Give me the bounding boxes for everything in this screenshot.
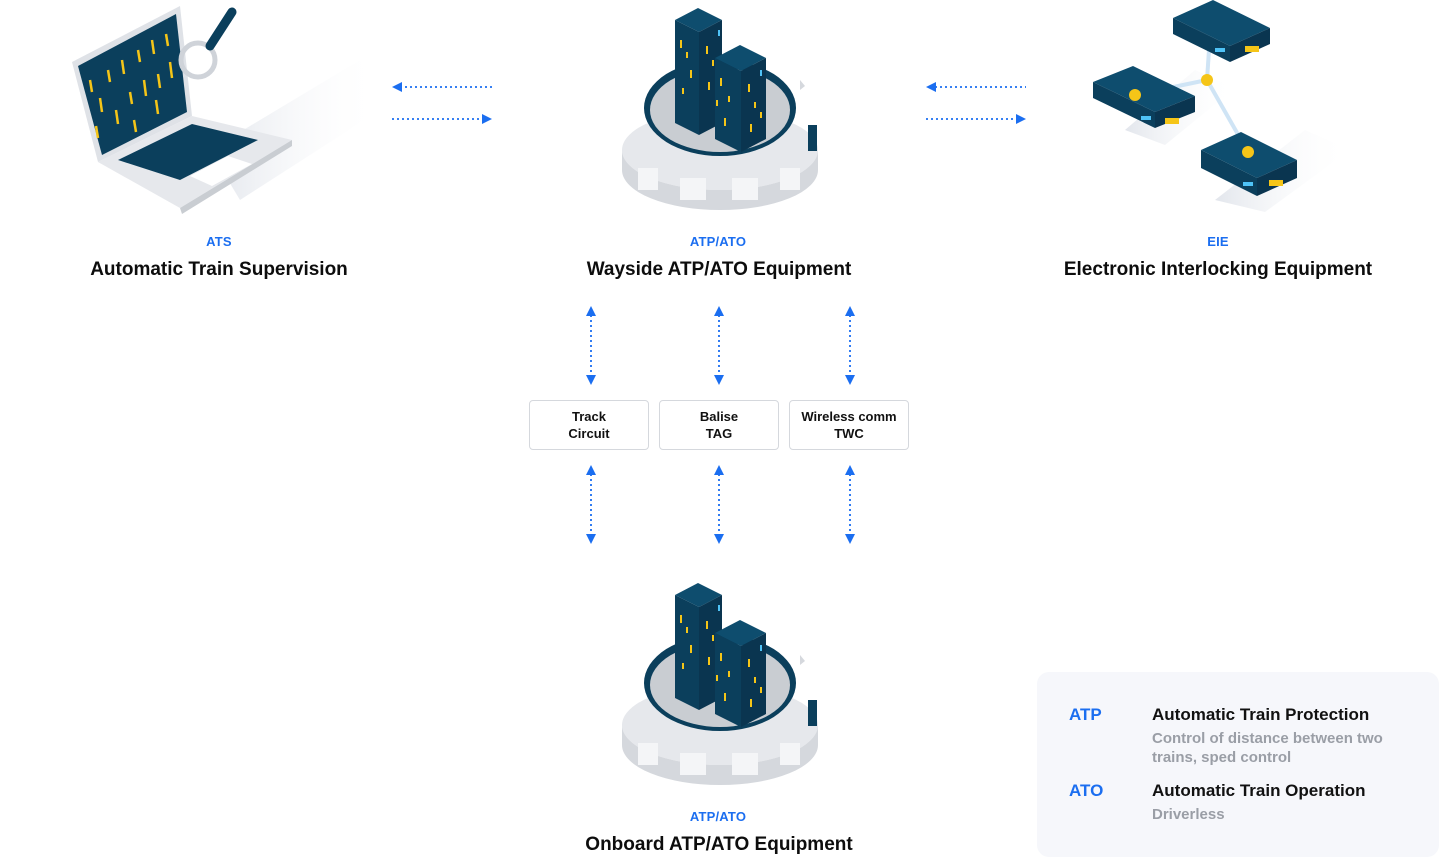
- onboard-abbr: ATP/ATO: [689, 809, 747, 824]
- laptop-magnifier-icon: [72, 6, 380, 214]
- legend-abbr-atp: ATP: [1069, 705, 1102, 724]
- channel-wireless-comm: Wireless comm TWC: [789, 400, 909, 450]
- legend-desc-atp: Control of distance between two trains, …: [1152, 730, 1383, 766]
- wayside-title: Wayside ATP/ATO Equipment: [586, 259, 852, 280]
- eie-title: Electronic Interlocking Equipment: [1063, 259, 1373, 280]
- wayside-abbr: ATP/ATO: [689, 234, 747, 249]
- channel-label-line2: Circuit: [568, 426, 610, 441]
- arrowhead-right-icon: [1016, 114, 1026, 124]
- arrowhead-left-icon: [392, 82, 402, 92]
- channel-label-line1: Track: [572, 409, 606, 424]
- channel-label-line2: TWC: [834, 426, 864, 441]
- channel-track-circuit: Track Circuit: [529, 400, 649, 450]
- arrowhead-right-icon: [482, 114, 492, 124]
- eie-abbr: EIE: [1207, 234, 1229, 249]
- legend-title-atp: Automatic Train Protection: [1152, 705, 1370, 724]
- channel-balise-tag: Balise TAG: [659, 400, 779, 450]
- interlocking-devices-icon: [1093, 0, 1350, 212]
- legend-abbr-ato: ATO: [1069, 781, 1104, 800]
- onboard-title: Onboard ATP/ATO Equipment: [585, 834, 853, 855]
- ats-abbr: ATS: [206, 234, 232, 249]
- channel-label-line1: Balise: [699, 409, 739, 424]
- legend-desc-ato: Driverless: [1152, 806, 1225, 823]
- ats-title: Automatic Train Supervision: [90, 259, 348, 280]
- legend-title-ato: Automatic Train Operation: [1152, 781, 1366, 800]
- server-platform-icon: [622, 583, 818, 785]
- legend-panel: ATP Automatic Train Protection Control o…: [1037, 672, 1439, 857]
- arrowhead-left-icon: [926, 82, 936, 92]
- channel-label-line1: Wireless comm: [801, 409, 897, 424]
- channel-label-line2: TAG: [705, 426, 733, 441]
